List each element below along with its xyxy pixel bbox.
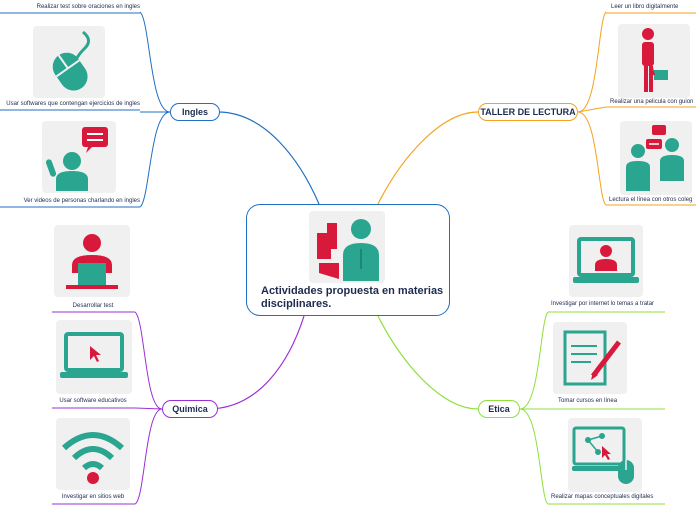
mouse-icon [33,26,105,98]
taller-item-3[interactable]: Lectura el línea con otros coleg [609,197,693,203]
ingles-item-3[interactable]: Ver videos de personas charlando en ingl… [23,198,140,204]
central-topic[interactable]: Actividades propuesta en materias discip… [246,204,450,316]
concept-map-icon [568,418,642,492]
etica-item-3[interactable]: Realizar mapas conceptuales digitales [551,494,654,500]
ingles-item-1[interactable]: Realizar test sobre oraciones en ingles [36,4,140,10]
central-topic-title: Actividades propuesta en materias discip… [261,285,444,310]
topic-ingles-label: Ingles [181,107,208,117]
people-icon [309,211,385,283]
laptop-cursor-icon [56,320,132,394]
standing-person-icon [618,24,690,98]
chat-person-icon [42,121,116,193]
taller-item-2[interactable]: Realizar una pelicula con guion [610,99,694,105]
etica-item-2[interactable]: Tomar cursos en línea [558,398,618,404]
presenter-icon [54,225,130,297]
topic-quimica-label: Quimica [172,404,208,414]
topic-quimica[interactable]: Quimica [162,400,218,418]
topic-etica[interactable]: Etica [478,400,520,418]
topic-taller-de-lectura[interactable]: TALLER DE LECTURA [478,103,578,121]
two-people-chat-icon [620,121,692,195]
video-call-icon [569,225,643,297]
quimica-item-1[interactable]: Desarrollar test [72,303,114,309]
quimica-item-2[interactable]: Usar software educativos [59,398,127,404]
topic-taller-label: TALLER DE LECTURA [480,107,576,117]
taller-item-1[interactable]: Leer un libro digitalmente [611,4,679,10]
ingles-item-2[interactable]: Usar softwares que contengan ejercicios … [6,101,140,107]
topic-etica-label: Etica [488,404,510,414]
quimica-item-3[interactable]: Investigar en sitios web [61,494,125,500]
topic-ingles[interactable]: Ingles [170,103,220,121]
etica-item-1[interactable]: Investigar por internet lo temas a trata… [551,301,655,307]
document-pen-icon [553,322,627,394]
wifi-icon [56,418,130,490]
